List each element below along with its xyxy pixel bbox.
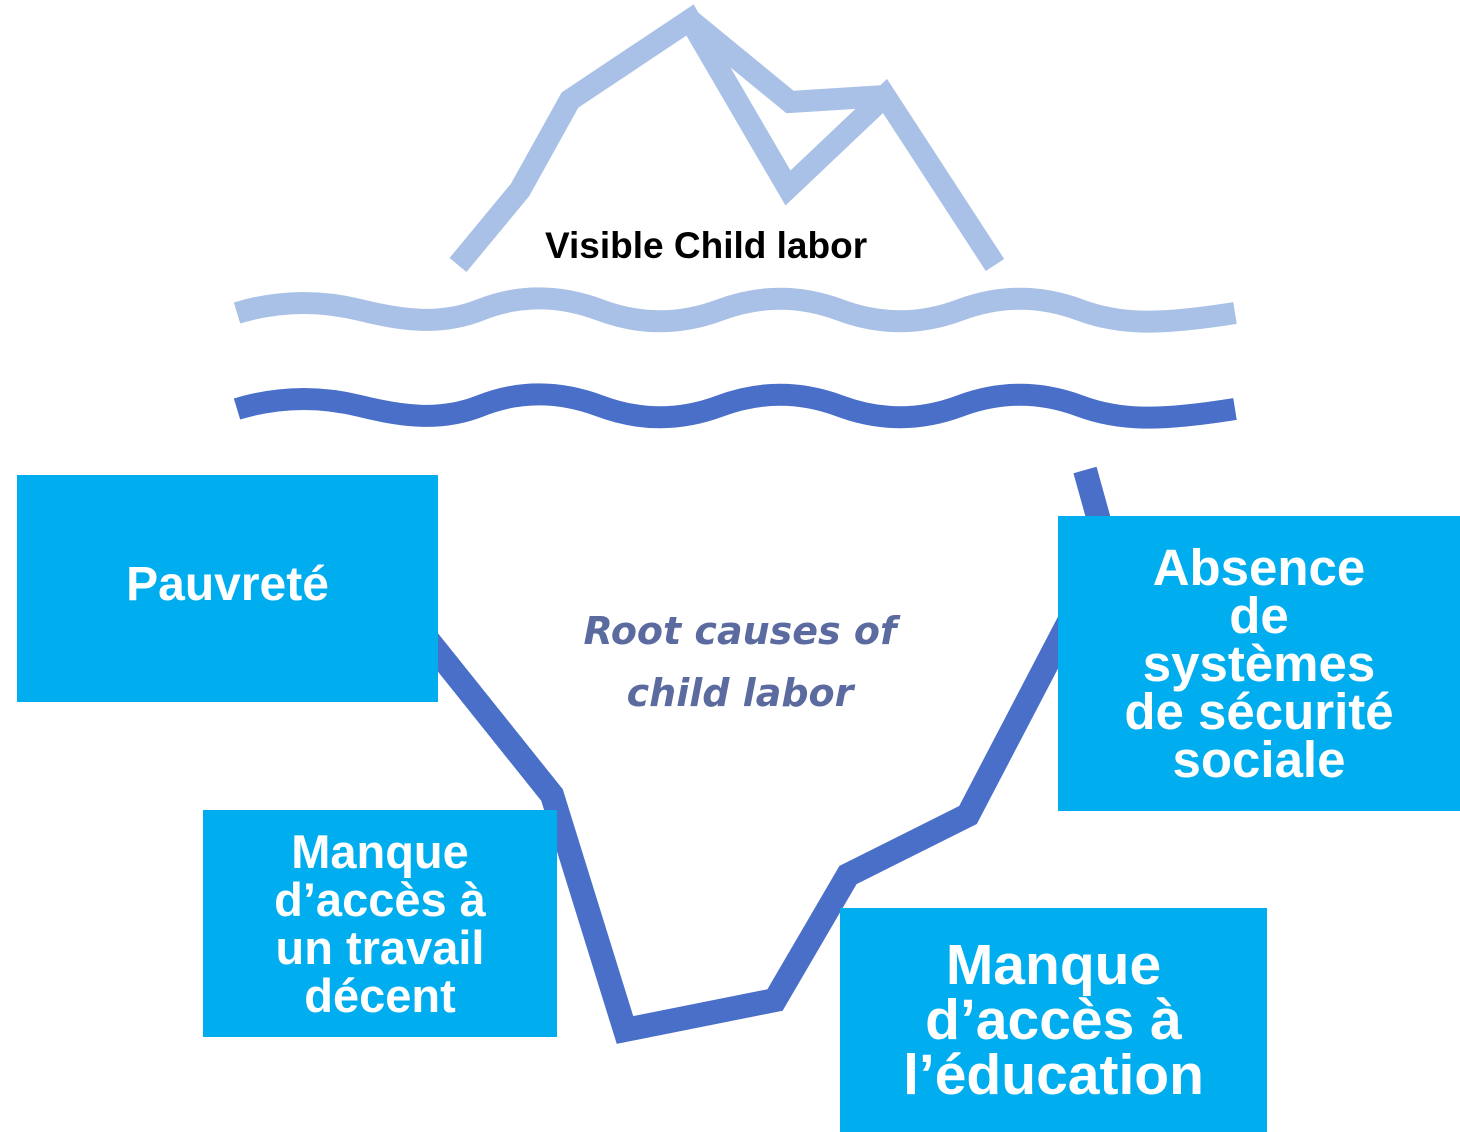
cause-box-pauvrete: Pauvreté xyxy=(17,475,438,702)
cause-box-line: un travail xyxy=(275,920,485,974)
cause-box-line: Manque xyxy=(291,824,469,878)
water-line-deep xyxy=(233,383,1237,429)
cause-box-absence-securite-sociale: Absence de systèmes de sécurité sociale xyxy=(1058,516,1460,811)
visible-child-labor-label: Visible Child labor xyxy=(545,225,868,266)
cause-box-line: Absence xyxy=(1152,538,1366,596)
root-causes-line: child labor xyxy=(626,671,854,715)
cause-box-line: de xyxy=(1229,586,1289,644)
cause-box-line: sociale xyxy=(1172,730,1346,788)
root-causes-line: Root causes of xyxy=(583,609,897,653)
cause-box-line: l’éducation xyxy=(903,1042,1204,1107)
cause-box-travail-decent: Manque d’accès à un travail décent xyxy=(203,810,557,1037)
cause-box-line: d’accès à xyxy=(274,872,486,926)
water-line-surface xyxy=(233,287,1237,333)
cause-box-line: systèmes xyxy=(1142,634,1376,692)
cause-box-line: décent xyxy=(304,968,456,1022)
root-causes-label: Root causes of child labor xyxy=(540,600,940,724)
cause-box-line: d’accès à xyxy=(925,987,1182,1052)
cause-box-line: Manque xyxy=(945,932,1162,997)
cause-box-line: de sécurité xyxy=(1124,682,1394,740)
iceberg-tip-ridge xyxy=(683,11,886,114)
cause-box-line: Pauvreté xyxy=(126,558,329,611)
cause-box-education: Manque d’accès à l’éducation xyxy=(840,908,1267,1132)
